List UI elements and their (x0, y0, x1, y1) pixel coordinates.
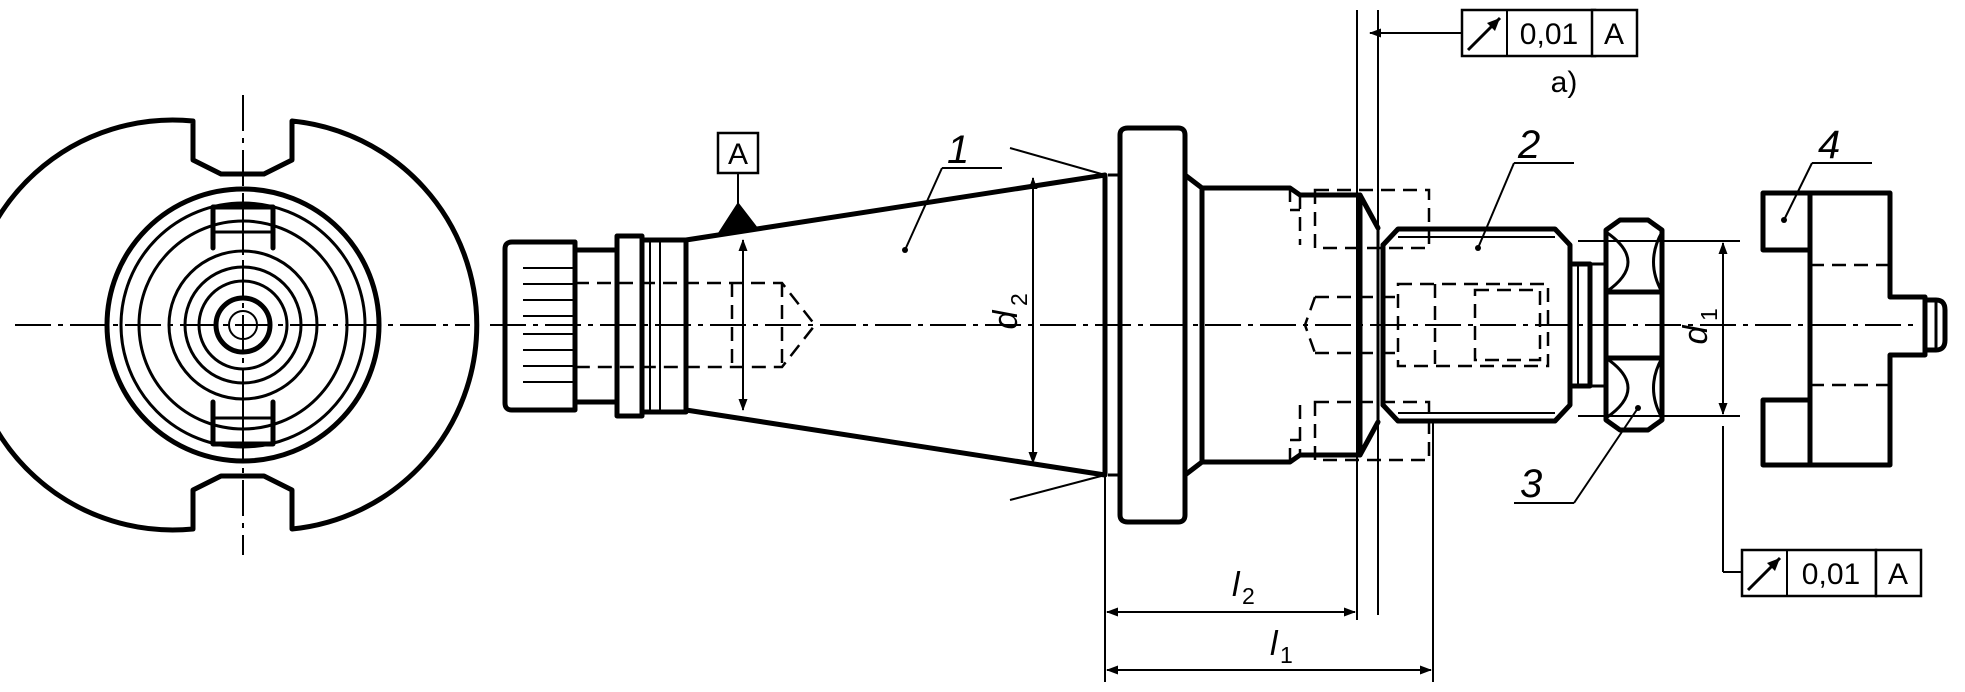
item-number-1: 1 (947, 128, 969, 172)
circular-runout-arrow-icon (1466, 16, 1502, 52)
datum-feature-symbol: A (716, 131, 760, 233)
dim-l1-sub: 1 (1280, 642, 1293, 668)
dim-d1-sub: 1 (1696, 308, 1722, 321)
item-number-2: 2 (1517, 123, 1540, 167)
end-view (0, 95, 480, 555)
item-number-3: 3 (1520, 462, 1542, 506)
dimension-lines (738, 10, 1740, 682)
dim-l2-symbol: l (1232, 566, 1241, 604)
circular-runout-arrow-icon (1746, 556, 1782, 592)
datum-label: A (728, 138, 748, 171)
item-number-4: 4 (1818, 123, 1840, 167)
tolerance-value-top: 0,01 (1520, 18, 1578, 51)
dim-d1-symbol: d (1677, 324, 1715, 344)
runout-tolerance-frame-bottom: 0,01 A (1722, 426, 1923, 598)
tolerance-datum-top: A (1604, 18, 1624, 51)
dim-l2-sub: 2 (1242, 583, 1255, 609)
footnote-ref: a) (1551, 66, 1578, 99)
dim-l1-symbol: l (1270, 625, 1279, 663)
dim-d2-symbol: d (987, 309, 1025, 329)
item-callouts: 1 2 3 4 (902, 123, 1872, 506)
tolerance-datum-bottom: A (1888, 558, 1908, 591)
runout-tolerance-frame-top: 0,01 A a) (1369, 8, 1639, 99)
dimension-labels: d 2 d 1 l 2 l 1 (987, 293, 1722, 668)
dim-d2-sub: 2 (1006, 293, 1032, 306)
side-view (490, 125, 1948, 525)
tolerance-value-bottom: 0,01 (1802, 558, 1860, 591)
